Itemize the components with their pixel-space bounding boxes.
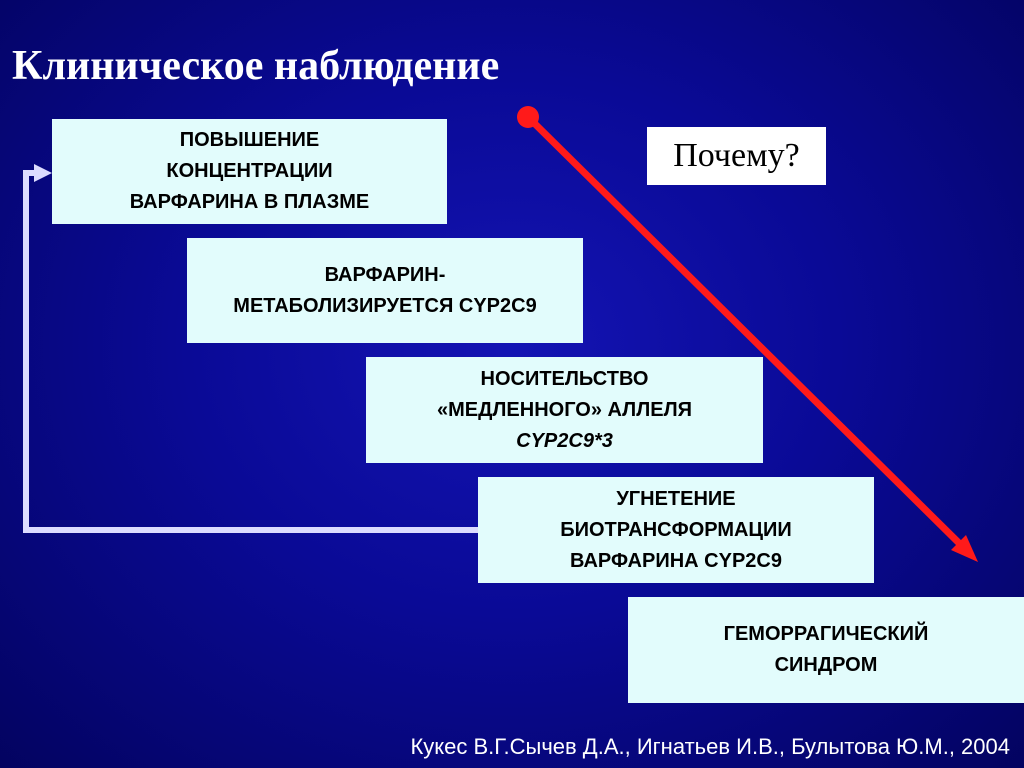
box-line: ГЕМОРРАГИЧЕСКИЙ — [723, 623, 929, 645]
box-biotransformation-inhibition: УГНЕТЕНИЕ БИОТРАНСФОРМАЦИИ ВАРФАРИНА CYP… — [478, 477, 874, 583]
box-hemorrhagic-syndrome: ГЕМОРРАГИЧЕСКИЙ СИНДРОМ — [628, 597, 1024, 703]
box-cyp2c9-metabolism: ВАРФАРИН- МЕТАБОЛИЗИРУЕТСЯ CYP2C9 — [187, 238, 583, 343]
box-line: МЕТАБОЛИЗИРУЕТСЯ CYP2C9 — [233, 294, 537, 317]
box-line: ВАРФАРИН- — [324, 263, 446, 286]
box-line: ВАРФАРИНА CYP2C9 — [570, 549, 782, 572]
box-line: УГНЕТЕНИЕ — [616, 487, 736, 510]
feedback-loop-arrowhead — [34, 164, 52, 182]
question-box: Почему? — [647, 127, 826, 185]
box-slow-allele: НОСИТЕЛЬСТВО «МЕДЛЕННОГО» АЛЛЕЛЯ CYP2C9*… — [366, 357, 763, 463]
red-trend-arrowhead — [951, 535, 978, 562]
box-line: БИОТРАНСФОРМАЦИИ — [560, 518, 792, 541]
box-plasma-concentration: ПОВЫШЕНИЕ КОНЦЕНТРАЦИИ ВАРФАРИНА В ПЛАЗМ… — [52, 119, 447, 224]
box-line-allele: CYP2C9*3 — [516, 429, 613, 452]
box-line: ВАРФАРИНА В ПЛАЗМЕ — [129, 191, 370, 213]
box-line: НОСИТЕЛЬСТВО — [480, 367, 649, 390]
red-trend-arrow — [525, 114, 965, 549]
slide-title: Клиническое наблюдение — [12, 43, 500, 89]
authors-credit: Кукес В.Г.Сычев Д.А., Игнатьев И.В., Бул… — [410, 734, 1010, 759]
box-line: КОНЦЕНТРАЦИИ — [166, 160, 333, 182]
feedback-loop-arrow — [23, 170, 478, 533]
red-trend-start-dot — [517, 106, 539, 128]
box-line: СИНДРОМ — [774, 654, 878, 676]
box-line: ПОВЫШЕНИЕ — [179, 129, 320, 151]
box-line: «МЕДЛЕННОГО» АЛЛЕЛЯ — [437, 398, 692, 421]
